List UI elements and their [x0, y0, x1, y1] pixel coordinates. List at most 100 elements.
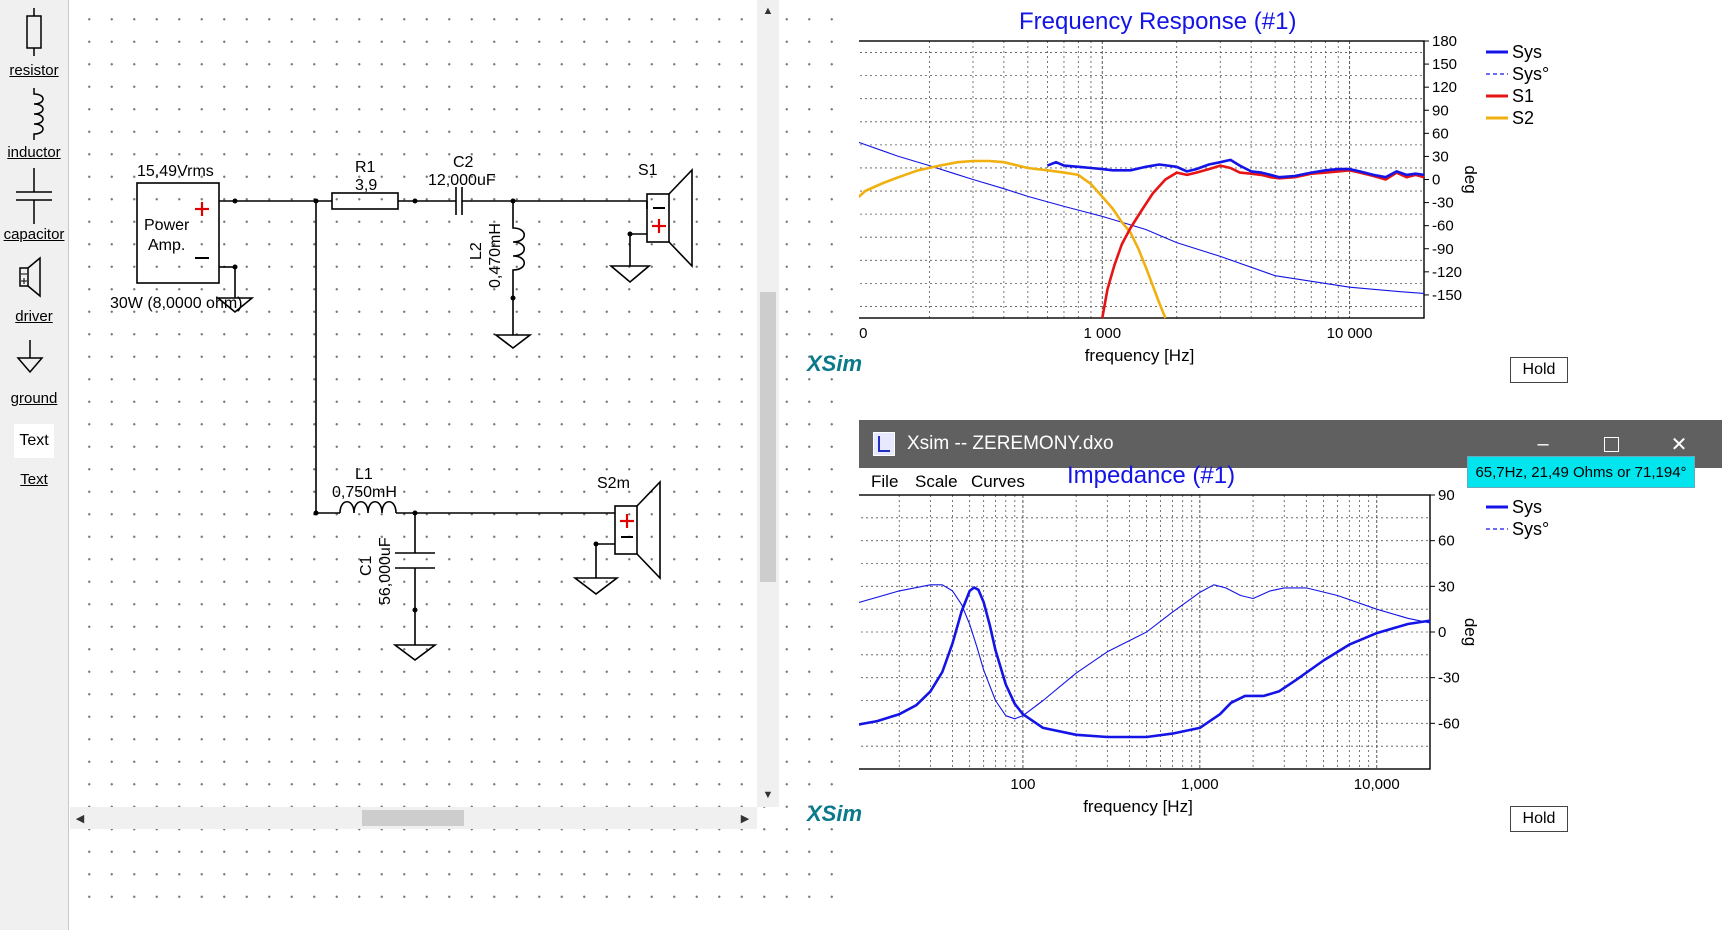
c2-name: C2: [453, 154, 474, 171]
fr-y2tick-label: 150: [1432, 56, 1457, 73]
scroll-left-button[interactable]: ◀: [70, 808, 90, 828]
impedance-chart: 024681012141618202224-60-300306090101001…: [859, 487, 1549, 816]
fr-y2tick-label: 0: [1432, 172, 1440, 189]
amp-power-label: 30W (8,0000 ohm): [110, 295, 243, 312]
imp-chart-title: Impedance (#1): [1067, 462, 1236, 489]
fr-y2tick-label: 180: [1432, 33, 1457, 50]
close-button[interactable]: ✕: [1645, 420, 1713, 468]
fr-hold-button[interactable]: Hold: [1510, 357, 1568, 383]
fr-y2tick-label: 90: [1432, 102, 1449, 119]
fr-series-s1: [1101, 164, 1425, 319]
imp-xtick-label: 100: [1010, 776, 1035, 793]
component-toolbox: resistor inductor capacitor driver g: [0, 0, 69, 930]
s2-driver: [614, 505, 638, 555]
minimize-icon: –: [1537, 432, 1549, 455]
imp-xaxis-label: frequency [Hz]: [1083, 797, 1193, 816]
l1-name: L1: [355, 466, 373, 483]
window-title: Xsim -- ZEREMONY.dxo: [907, 433, 1114, 454]
l1-symbol: [339, 500, 397, 514]
fr-y2tick-label: -60: [1432, 218, 1454, 235]
power-amp-box: [136, 182, 220, 284]
l2-name: L2: [468, 242, 485, 260]
fr-y2axis-label: deg: [1461, 165, 1480, 193]
amp-name-label: Power: [144, 217, 190, 234]
imp-series-sys: [859, 586, 1431, 739]
imp-y2tick-label: -30: [1438, 670, 1460, 687]
minimize-button[interactable]: –: [1509, 420, 1577, 468]
ground-icon: [16, 340, 44, 374]
resistor-icon: [26, 8, 42, 56]
tool-resistor[interactable]: resistor: [0, 6, 68, 82]
fr-y2tick-label: -30: [1432, 195, 1454, 212]
imp-brand-logo: XSim: [807, 801, 863, 826]
r1-name: R1: [355, 159, 376, 176]
horizontal-scrollbar[interactable]: ◀ ▶: [70, 807, 757, 829]
fr-legend-label: S2: [1512, 108, 1534, 128]
inductor-icon: [33, 88, 44, 140]
fr-y2tick-label: 30: [1432, 148, 1449, 165]
tool-driver[interactable]: driver: [0, 252, 68, 328]
c1-value: 56,000uF: [377, 537, 394, 605]
schematic-canvas[interactable]: 15,49Vrms Power Amp. 30W (8,0000 ohm) R1…: [70, 0, 848, 898]
fr-y2tick-label: 120: [1432, 79, 1457, 96]
scroll-right-button[interactable]: ▶: [735, 808, 755, 828]
frequency-response-panel: Frequency Response (#1) 9294969810010210…: [807, 0, 1722, 418]
tool-ground-label: ground: [10, 390, 58, 407]
imp-xtick-label: 1,000: [1181, 776, 1219, 793]
fr-xtick-label: 100: [859, 325, 868, 342]
fr-xtick-label: 1 000: [1084, 325, 1122, 342]
vertical-scrollbar[interactable]: ▲ ▼: [757, 0, 779, 807]
frequency-response-chart: 92949698100102104106108110112114-150-120…: [859, 33, 1549, 365]
fr-chart-title: Frequency Response (#1): [1019, 8, 1297, 35]
tool-driver-label: driver: [15, 308, 53, 325]
vertical-scroll-thumb[interactable]: [760, 292, 776, 582]
fr-series-sys-phase: [859, 141, 1425, 294]
text-icon: Text: [14, 424, 54, 458]
amp-voltage-label: 15,49Vrms: [137, 163, 214, 180]
fr-series-s2: [859, 159, 1167, 319]
fr-legend-label: Sys°: [1512, 64, 1549, 84]
imp-xtick-label: 10,000: [1354, 776, 1400, 793]
imp-y2tick-label: -60: [1438, 715, 1460, 732]
fr-legend-label: S1: [1512, 86, 1534, 106]
fr-y2tick-label: 60: [1432, 125, 1449, 142]
cursor-readout-tooltip: 65,7Hz, 21,49 Ohms or 71,194°: [1467, 456, 1695, 488]
close-icon: ✕: [1670, 433, 1688, 456]
menu-scale[interactable]: Scale: [915, 472, 958, 491]
tool-capacitor[interactable]: capacitor: [0, 168, 68, 246]
tool-resistor-label: resistor: [9, 62, 59, 79]
fr-xtick-label: 10 000: [1327, 325, 1373, 342]
imp-y2tick-label: 0: [1438, 624, 1446, 641]
imp-legend-label: Sys: [1512, 497, 1542, 517]
imp-y2tick-label: 30: [1438, 578, 1455, 595]
r1-symbol: [331, 192, 399, 210]
impedance-window: Xsim -- ZEREMONY.dxo – ✕ File Scale Curv…: [807, 420, 1722, 930]
c1-name: C1: [358, 555, 375, 576]
maximize-button[interactable]: [1577, 420, 1645, 468]
maximize-icon: [1603, 436, 1619, 452]
fr-brand-logo: XSim: [807, 351, 863, 376]
scroll-up-button[interactable]: ▲: [758, 0, 778, 22]
scroll-down-button[interactable]: ▼: [758, 784, 778, 806]
fr-plot-frame: [859, 40, 1425, 319]
tool-ground[interactable]: ground: [0, 338, 68, 410]
tool-text-label: Text: [20, 471, 48, 488]
fr-y2tick-label: -120: [1432, 264, 1462, 281]
fr-legend-label: Sys: [1512, 42, 1542, 62]
app-icon: [873, 432, 895, 456]
r1-value: 3,9: [355, 177, 377, 194]
tool-inductor[interactable]: inductor: [0, 86, 68, 164]
tool-text-link[interactable]: Text: [0, 468, 68, 494]
l2-value: 0,470mH: [487, 223, 504, 288]
menu-curves[interactable]: Curves: [971, 472, 1025, 491]
imp-series-sys-phase: [859, 584, 1431, 720]
fr-series-sys: [1046, 158, 1425, 179]
fr-y2tick-label: -90: [1432, 241, 1454, 258]
l1-value: 0,750mH: [332, 484, 397, 501]
tool-capacitor-label: capacitor: [3, 226, 65, 243]
imp-hold-button[interactable]: Hold: [1510, 806, 1568, 832]
horizontal-scroll-thumb[interactable]: [362, 810, 464, 826]
menu-file[interactable]: File: [871, 472, 899, 491]
fr-y2tick-label: -150: [1432, 287, 1462, 304]
tool-text[interactable]: Text: [0, 424, 68, 460]
